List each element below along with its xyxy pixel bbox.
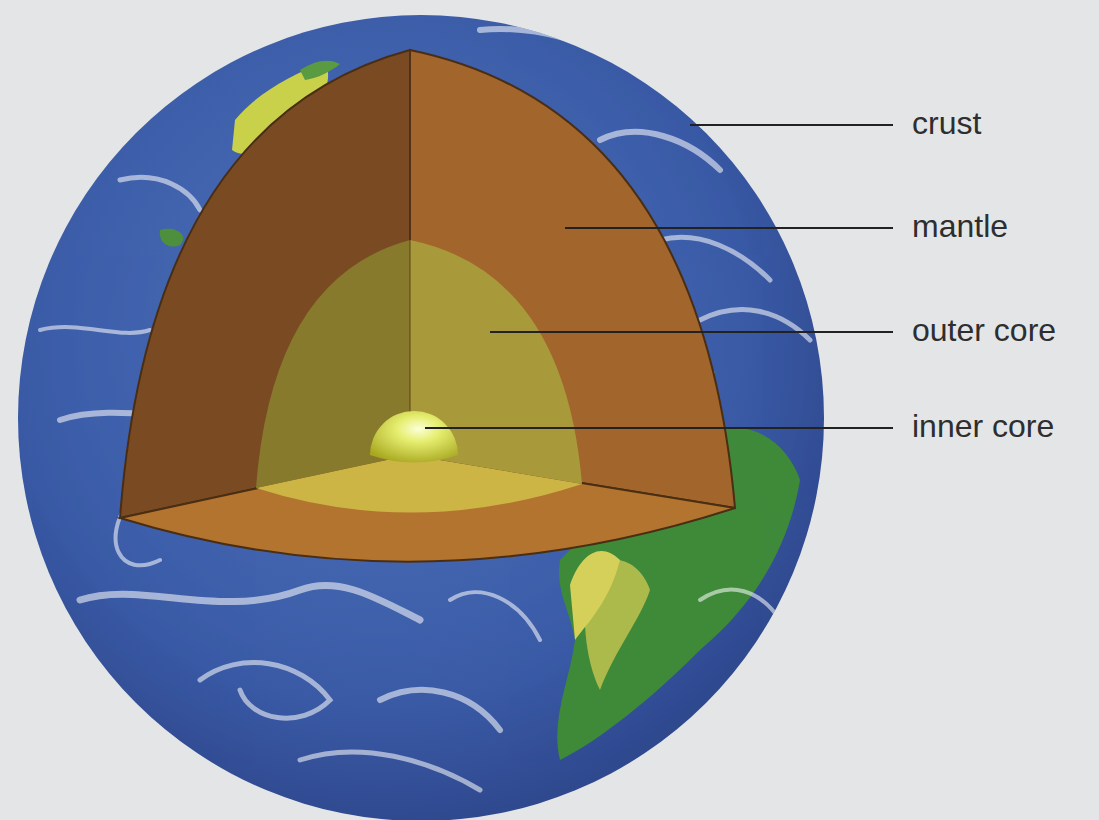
cloud: [380, 690, 500, 730]
mantle-face-bottom: [120, 455, 735, 562]
part-label: crust: [910, 105, 983, 141]
part-label: outer core: [910, 312, 1058, 348]
cloud: [200, 663, 330, 719]
cloud: [700, 310, 810, 340]
leader-line: [490, 331, 893, 333]
part-label: inner core: [910, 408, 1056, 444]
cloud-swirls: [40, 29, 810, 790]
part-label: mantle: [910, 208, 1010, 244]
continent: [570, 551, 620, 640]
continent: [160, 229, 183, 247]
leader-lines: [425, 125, 893, 428]
cloud: [300, 752, 480, 790]
mantle-face-left: [120, 50, 410, 518]
cloud: [700, 590, 780, 620]
cloud: [450, 592, 540, 640]
cloud: [480, 29, 620, 60]
globe-surface: [40, 29, 810, 790]
cut-edge: [409, 50, 411, 455]
cloud: [120, 177, 200, 210]
cloud: [80, 585, 420, 620]
globe-ocean: [18, 15, 824, 820]
leader-line: [690, 124, 893, 126]
mantle-face-right: [410, 50, 735, 508]
cloud: [40, 327, 150, 333]
leader-line: [425, 427, 893, 429]
inner-core-sphere: [370, 411, 458, 463]
leader-line: [565, 227, 893, 229]
outer-core-face-bottom: [256, 455, 582, 513]
continent: [300, 61, 340, 80]
cloud: [600, 132, 720, 170]
